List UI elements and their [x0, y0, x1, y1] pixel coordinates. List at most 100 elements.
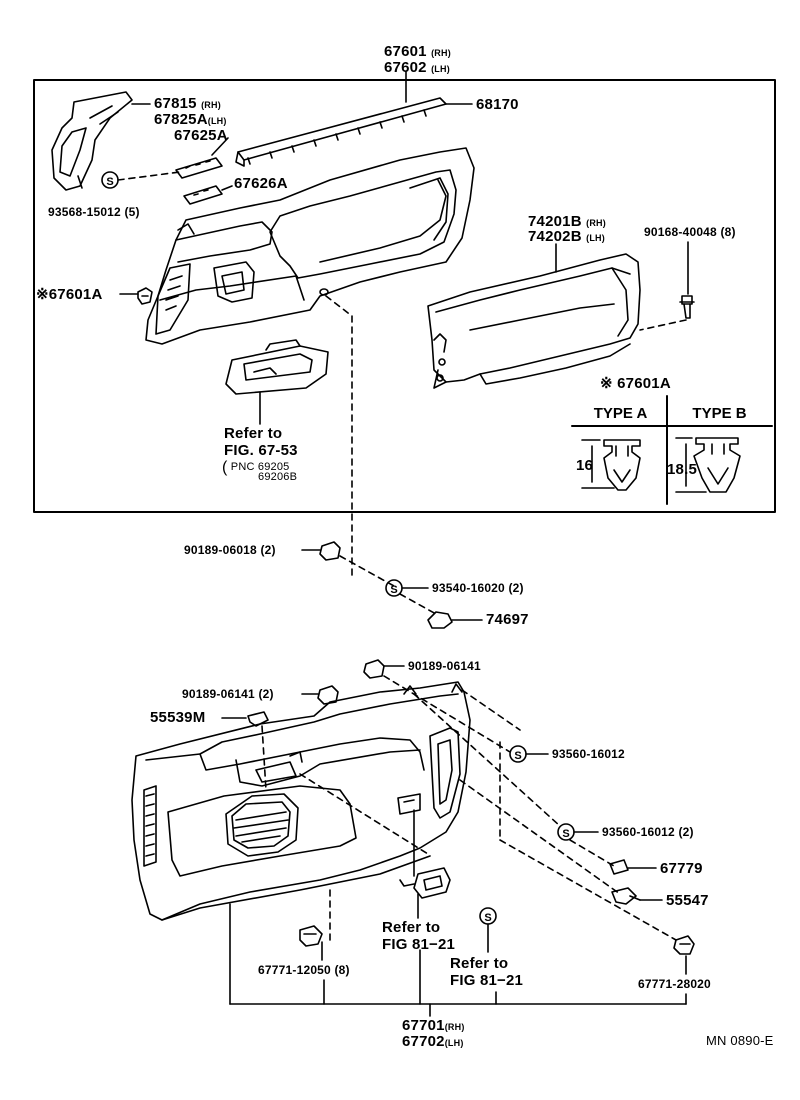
door-trim-panel-lower [132, 682, 470, 920]
clip-type-b-icon [676, 438, 740, 492]
label-67701-side: (RH) [444, 1022, 465, 1032]
leader-93540-dashed [400, 594, 436, 614]
dashed-chain-2 [414, 694, 560, 826]
leader-93568-dashed [118, 172, 180, 180]
dashed-chain-5 [462, 690, 520, 730]
label-67702: 67702(LH) [402, 1034, 464, 1049]
label-55547: 55547 [666, 892, 709, 909]
label-90189-06018: 90189-06018 (2) [184, 543, 276, 557]
leader-67625a [212, 138, 228, 155]
label-67601-num: 67601 [384, 43, 427, 60]
washer-93540-symbol: S [390, 584, 397, 596]
refer-pnc-line2: 69206B [258, 471, 298, 483]
nut-90189-06141-top-icon [364, 660, 384, 678]
label-90189-06141: 90189-06141 (2) [182, 687, 274, 701]
label-67701-num: 67701 [402, 1017, 445, 1034]
label-67602-num: 67602 [384, 59, 427, 76]
leader-55539m-dash [262, 726, 266, 790]
armrest-panel-icon [428, 254, 640, 388]
label-clip-title: ※ 67601A [600, 375, 671, 392]
label-67779: 67779 [660, 860, 703, 877]
leader-90168-dashed [640, 320, 686, 330]
bracket-icon [52, 92, 132, 190]
label-90189-06141-top: 90189-06141 [408, 659, 481, 673]
label-67815-num: 67815 [154, 95, 197, 112]
bottom-bracket [230, 904, 686, 1016]
refer-fig-67-53-line2: FIG. 67-53 [224, 441, 298, 459]
refer-pnc: ( PNC 69205 [222, 459, 290, 476]
dashed-chain-8 [300, 774, 428, 854]
dashed-chain-7 [500, 840, 676, 940]
dashed-chain-1 [384, 676, 510, 752]
label-93560-b: 93560-16012 (2) [602, 825, 694, 839]
refer-fig-81-21-a-line2: FIG 81−21 [382, 935, 456, 953]
leader-90189-dashed [340, 556, 394, 586]
plate-67626a-icon [184, 186, 222, 204]
leader-67626a [222, 186, 232, 190]
plate-67625a-icon [176, 158, 222, 178]
label-68170: 68170 [476, 96, 519, 113]
clip-67601a-icon [138, 288, 152, 304]
label-67601: 67601 (RH) [384, 44, 451, 59]
label-55539m: 55539M [150, 709, 206, 726]
switch-connector-icon [400, 868, 450, 898]
label-67702-num: 67702 [402, 1033, 445, 1050]
label-74201b-num: 74201B [528, 213, 582, 230]
dashed-leader-center [326, 296, 352, 316]
label-67602-side: (LH) [431, 64, 450, 74]
label-93568: 93568-15012 (5) [48, 205, 140, 219]
type-b-heading: TYPE B [692, 404, 747, 422]
label-93540: 93540-16020 (2) [432, 581, 524, 595]
label-93560-a: 93560-16012 [552, 747, 625, 761]
label-67602: 67602 (LH) [384, 60, 450, 75]
label-67825a: 67825A(LH) [154, 112, 227, 127]
label-67601a: ※67601A [36, 286, 103, 303]
label-67825a-num: 67825A [154, 111, 208, 128]
label-67626a: 67626A [234, 175, 288, 192]
label-90168: 90168-40048 (8) [644, 225, 736, 239]
refer-fig-67-53-line1: Refer to [224, 425, 283, 442]
dashed-chain-4 [460, 780, 620, 894]
label-67771-28020: 67771-28020 [638, 977, 711, 991]
refer-fig-81-21-b-line1: Refer to [450, 955, 509, 972]
dashed-chain-3 [570, 840, 614, 866]
screw-icon [680, 296, 694, 318]
refer-fig-81-21-a: Refer to FIG 81−21 [382, 919, 456, 954]
cap-74697-icon [428, 612, 452, 628]
nut-90189-06018-icon [320, 542, 340, 560]
label-67771-12050: 67771-12050 (8) [258, 963, 350, 977]
refer-fig-81-21-b: Refer to FIG 81−21 [450, 955, 523, 990]
label-67625a: 67625A [174, 127, 228, 144]
label-67701: 67701(RH) [402, 1018, 465, 1033]
washer-ref3-symbol: S [484, 912, 491, 924]
label-74697: 74697 [486, 611, 529, 628]
label-67815-side: (RH) [201, 100, 221, 110]
washer-93568-symbol: S [106, 176, 113, 188]
refer-fig-67-53: Refer to FIG. 67-53 [224, 425, 298, 460]
washer-93560-b-symbol: S [562, 828, 569, 840]
handle-bezel-icon [226, 340, 328, 394]
label-74202b-side: (LH) [586, 233, 605, 243]
refer-fig-81-21-a-line1: Refer to [382, 919, 441, 936]
clip-55539m-icon [248, 712, 268, 726]
door-trim-panel-upper [146, 148, 474, 344]
label-74201b-side: (RH) [586, 218, 606, 228]
weatherstrip-icon [236, 98, 446, 166]
refer-pnc-line1: PNC 69205 [230, 461, 290, 473]
label-67601-side: (RH) [431, 48, 451, 58]
label-67702-side: (LH) [444, 1038, 464, 1048]
catalog-code: MN 0890-E [706, 1033, 774, 1048]
upper-assembly-frame [34, 80, 775, 512]
dim-type-a: 16 [576, 457, 594, 474]
grommet-67771-12050-icon [300, 926, 322, 946]
nut-90189-06141-icon [318, 686, 338, 704]
washer-93560-a-symbol: S [514, 750, 521, 762]
label-74202b-num: 74202B [528, 228, 582, 245]
label-67825a-side: (LH) [207, 116, 227, 126]
dim-type-b: 18.5 [667, 461, 697, 478]
clip-55547-icon [612, 888, 640, 904]
clip-type-a-icon [582, 440, 640, 490]
grommet-67771-28020-icon [674, 936, 694, 954]
label-74201b: 74201B (RH) [528, 214, 606, 229]
label-74202b: 74202B (LH) [528, 229, 605, 244]
